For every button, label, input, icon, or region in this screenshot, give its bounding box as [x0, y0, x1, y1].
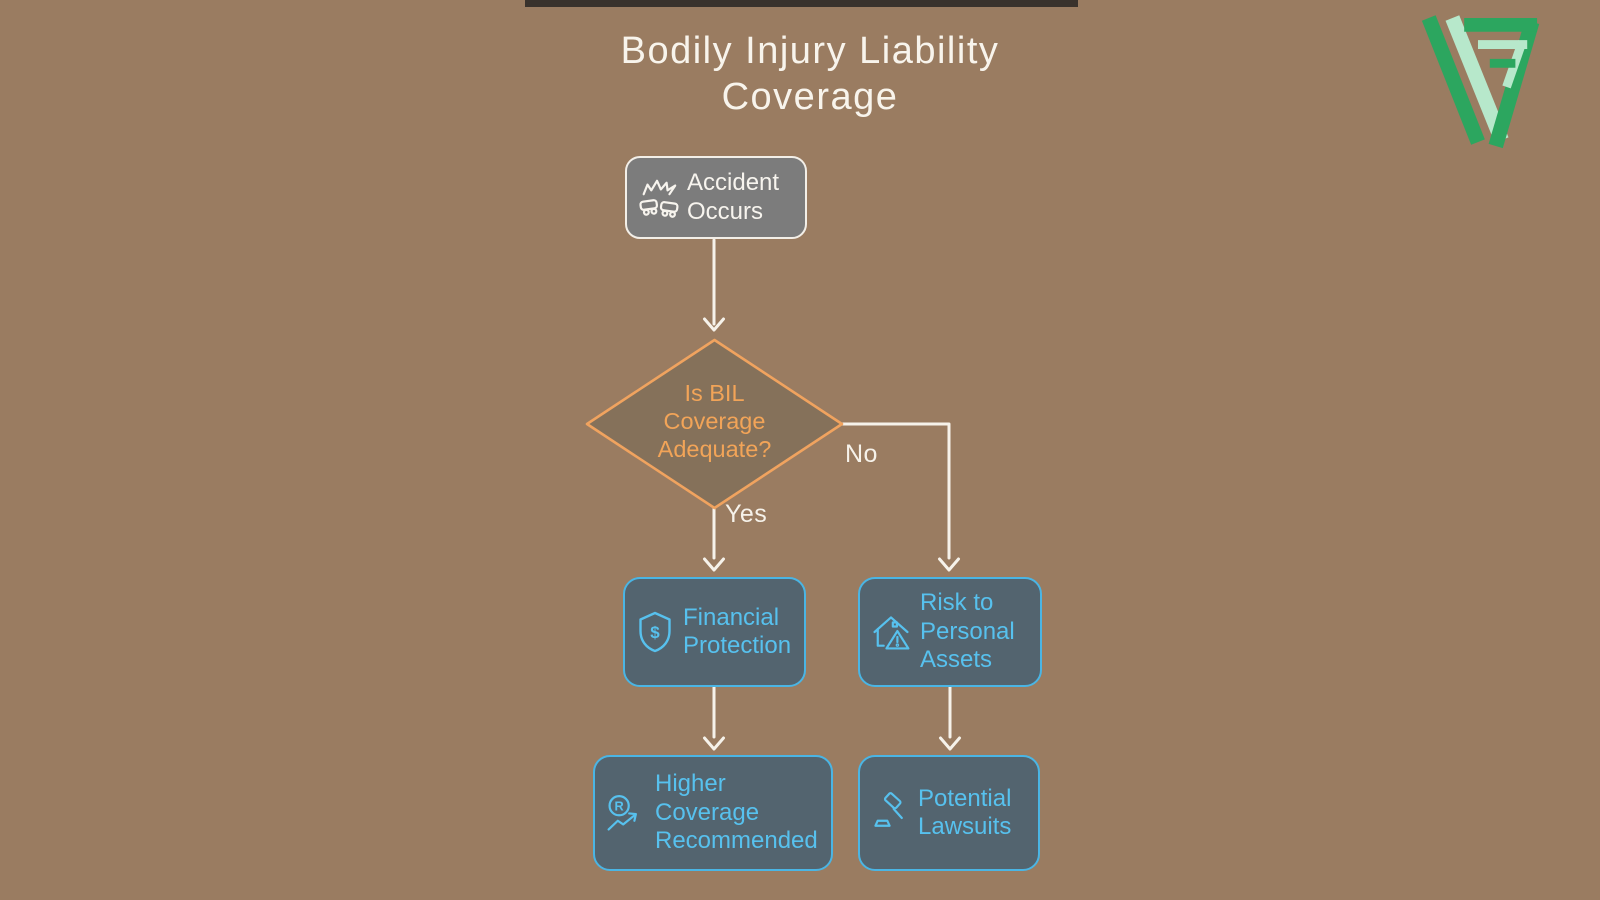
- arrowhead: [938, 557, 960, 572]
- node-label: Higher Coverage Recommended: [655, 770, 818, 855]
- node-decision-label: Is BIL Coverage Adequate?: [657, 380, 772, 462]
- house-alert-icon: [873, 616, 910, 650]
- arrowhead: [703, 317, 725, 332]
- shield-dollar-icon: $: [639, 611, 671, 653]
- node-potential-lawsuits: Potential Lawsuits: [858, 755, 1040, 871]
- node-financial-protection: $ Financial Protection: [623, 577, 806, 687]
- page-title: Bodily Injury Liability Coverage: [620, 30, 1000, 118]
- edge-label-yes: Yes: [725, 500, 768, 528]
- node-accident-occurs: Accident Occurs: [625, 156, 807, 239]
- decision-diamond-shape: [585, 338, 844, 510]
- node-risk-personal-assets: Risk to Personal Assets: [858, 577, 1042, 687]
- node-label: Risk to Personal Assets: [920, 589, 1015, 674]
- node-label: Potential Lawsuits: [918, 784, 1012, 841]
- edge-label-no: No: [845, 440, 878, 468]
- node-label: Financial Protection: [683, 603, 792, 660]
- svg-text:R: R: [615, 799, 624, 814]
- node-higher-coverage-recommended: R Higher Coverage Recommended: [593, 755, 833, 871]
- registered-trend-up-icon: R: [607, 795, 637, 831]
- arrowhead: [703, 557, 725, 572]
- node-label: Accident Occurs: [687, 169, 780, 225]
- top-accent-bar: [525, 0, 1078, 7]
- arrowhead: [939, 736, 961, 751]
- vp-logo: [1421, 15, 1540, 149]
- gavel-icon: [874, 792, 903, 827]
- car-collision-icon: [639, 179, 679, 218]
- arrowhead: [703, 736, 725, 751]
- svg-text:$: $: [650, 623, 660, 642]
